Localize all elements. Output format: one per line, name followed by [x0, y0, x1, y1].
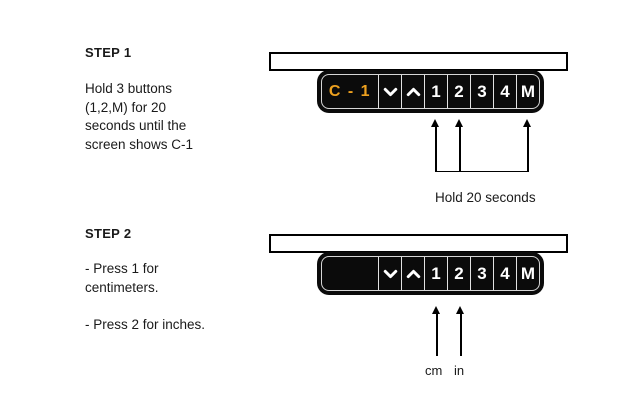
chevron-down-button	[378, 257, 401, 290]
chevron-up-icon	[406, 87, 420, 96]
desk-surface-step1	[269, 52, 568, 71]
step2-title: STEP 2	[85, 226, 132, 241]
memory-button: M	[516, 257, 539, 290]
inches-unit-label: in	[454, 363, 465, 378]
chevron-up-button	[401, 257, 424, 290]
up-arrowhead-icon	[523, 119, 531, 127]
panel-display-screen: C - 1	[328, 82, 372, 100]
memory-button: M	[516, 75, 539, 108]
step1-description: Hold 3 buttons (1,2,M) for 20 seconds un…	[85, 81, 194, 152]
controller-panel-face: 1 2 3 4 M	[321, 256, 540, 291]
chevron-up-icon	[406, 269, 420, 278]
up-arrowhead-icon	[455, 119, 463, 127]
controller-panel-step2: 1 2 3 4 M	[317, 252, 544, 295]
preset-button-3: 3	[470, 75, 493, 108]
chevron-down-icon	[383, 269, 397, 278]
chevron-down-button	[378, 75, 401, 108]
step1-title: STEP 1	[85, 45, 132, 60]
chevron-up-button	[401, 75, 424, 108]
step2-description: - Press 1 for centimeters. - Press 2 for…	[85, 261, 206, 332]
hold-duration-label: Hold 20 seconds	[435, 190, 536, 205]
controller-panel-step1: C - 1 1 2 3 4 M	[317, 70, 544, 113]
panel-display-screen-blank	[322, 257, 378, 290]
centimeters-unit-label: cm	[425, 363, 443, 378]
preset-button-2: 2	[447, 75, 470, 108]
up-arrowhead-icon	[431, 119, 439, 127]
arrow-bracket-line	[435, 170, 529, 172]
preset-button-3: 3	[470, 257, 493, 290]
desk-surface-step2	[269, 234, 568, 253]
chevron-down-icon	[383, 87, 397, 96]
preset-button-2: 2	[447, 257, 470, 290]
controller-panel-face: C - 1 1 2 3 4 M	[321, 74, 540, 109]
preset-button-1: 1	[424, 75, 447, 108]
preset-button-4: 4	[493, 75, 516, 108]
up-arrowhead-icon	[432, 306, 440, 314]
up-arrowhead-icon	[456, 306, 464, 314]
preset-button-4: 4	[493, 257, 516, 290]
preset-button-1: 1	[424, 257, 447, 290]
